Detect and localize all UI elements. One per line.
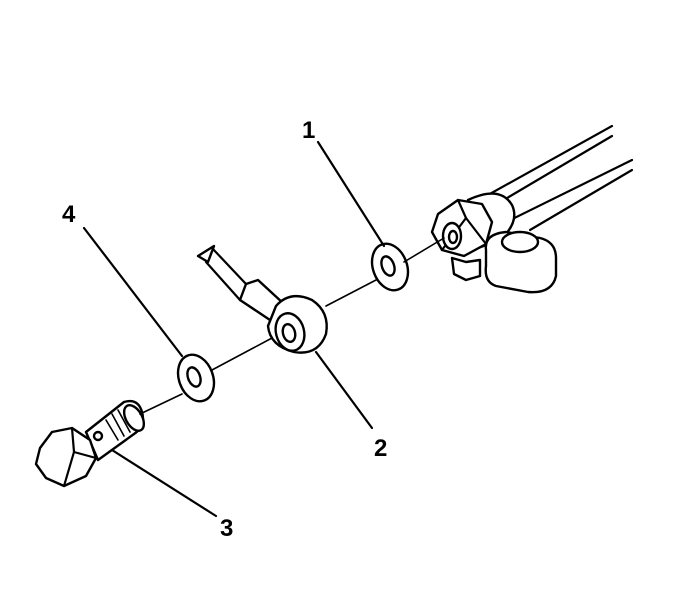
sealing-washer-4 <box>176 353 216 403</box>
banjo-bolt <box>34 399 146 488</box>
callout-label-3: 3 <box>220 515 233 542</box>
sealing-washer-1 <box>370 242 410 292</box>
fuel-pipe-assembly <box>430 124 634 294</box>
callout-label-1: 1 <box>302 117 315 144</box>
callout-label-2: 2 <box>374 435 387 462</box>
callout-label-4: 4 <box>62 201 76 228</box>
leader-line-4 <box>82 226 184 358</box>
leader-line-2 <box>314 350 374 430</box>
banjo-fitting <box>196 244 328 354</box>
leader-line-3 <box>110 448 218 518</box>
assembly-axis-line <box>139 237 445 415</box>
leader-line-1 <box>316 140 386 248</box>
